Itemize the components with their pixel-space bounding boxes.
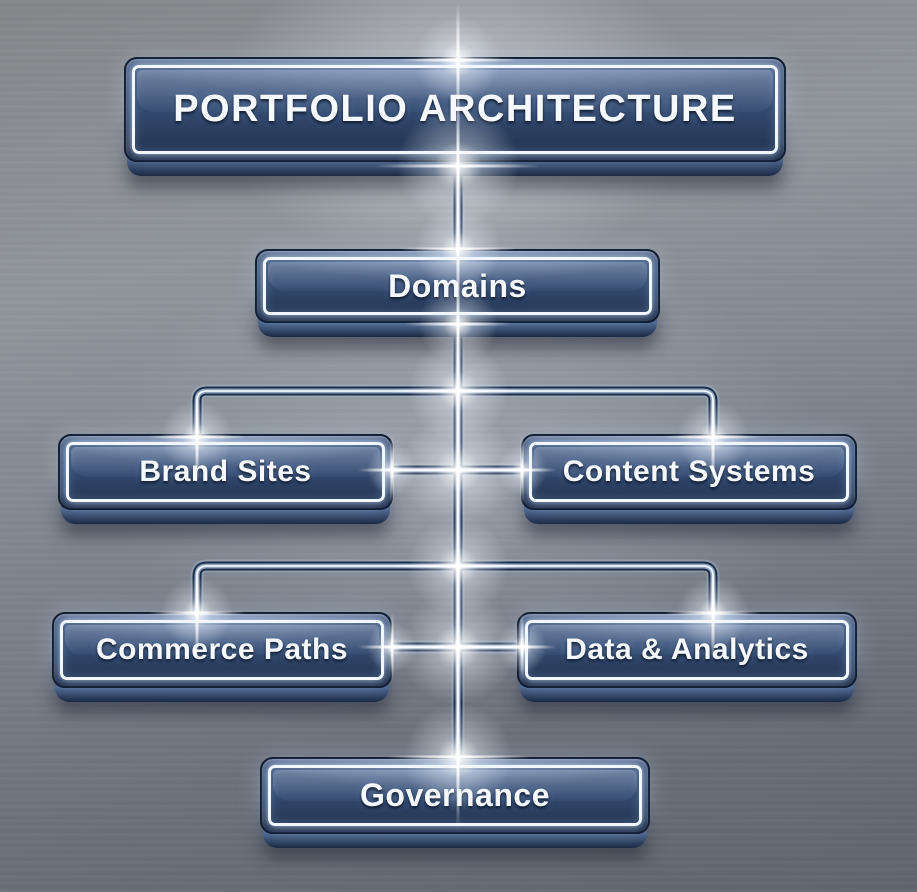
node-label: Domains	[388, 267, 527, 304]
node-commerce-paths: Commerce Paths	[52, 612, 392, 702]
node-face: Data & Analytics	[517, 612, 857, 688]
node-portfolio-architecture: PORTFOLIO ARCHITECTURE	[124, 57, 786, 176]
node-data-analytics: Data & Analytics	[517, 612, 857, 702]
node-face: Governance	[260, 757, 650, 834]
node-face: Commerce Paths	[52, 612, 392, 688]
node-content-systems: Content Systems	[521, 434, 857, 524]
node-governance: Governance	[260, 757, 650, 848]
node-face: Content Systems	[521, 434, 857, 510]
node-domains: Domains	[255, 249, 660, 337]
node-brand-sites: Brand Sites	[58, 434, 393, 524]
node-label: Data & Analytics	[565, 633, 809, 666]
node-face: PORTFOLIO ARCHITECTURE	[124, 57, 786, 162]
node-face: Domains	[255, 249, 660, 323]
node-label: Governance	[360, 777, 550, 813]
node-label: Commerce Paths	[95, 633, 349, 666]
node-label: Content Systems	[562, 455, 816, 488]
node-label: PORTFOLIO ARCHITECTURE	[173, 88, 737, 130]
node-face: Brand Sites	[58, 434, 393, 510]
node-label: Brand Sites	[139, 455, 312, 488]
